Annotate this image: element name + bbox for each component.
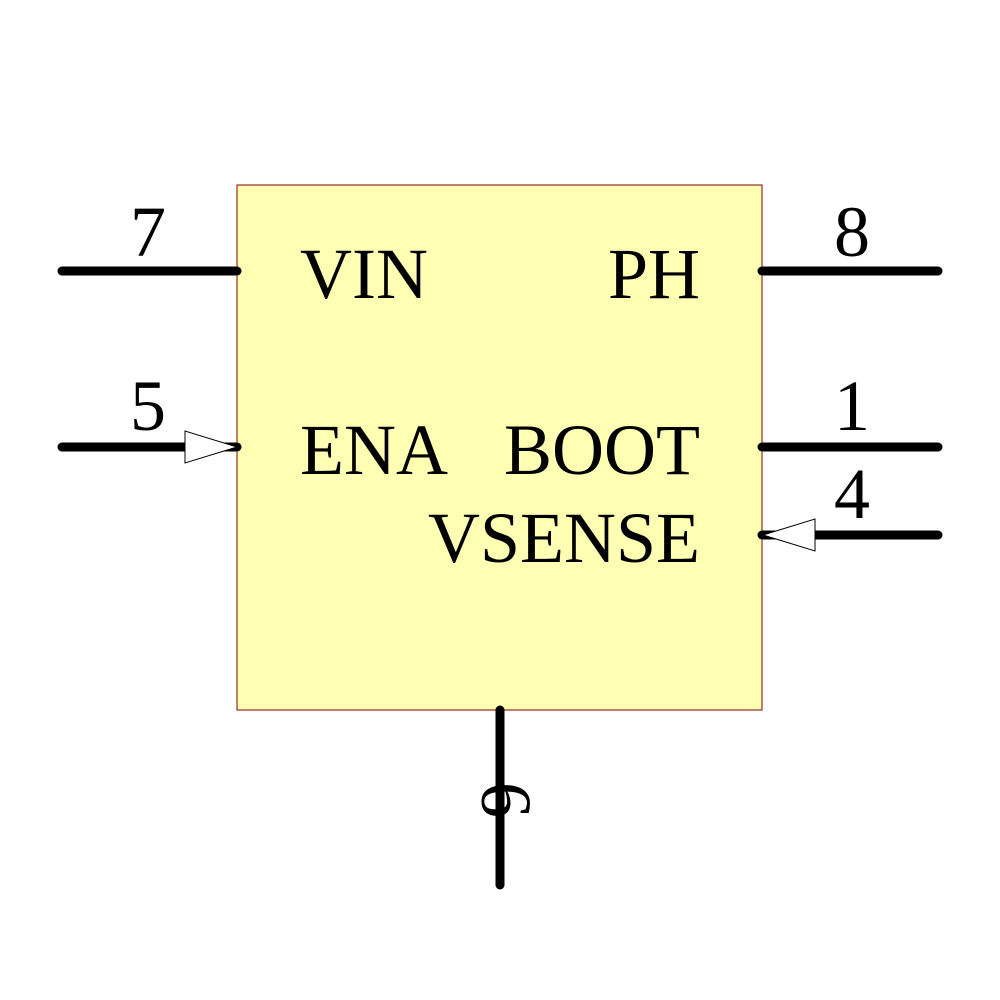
pin-4-number: 4 [834,454,870,534]
pin-5: 5 ENA [57,366,448,490]
pin-1-number: 1 [834,366,870,446]
pin-6: 6 [466,705,546,890]
pin-7: 7 VIN [57,192,428,314]
pin-8: 8 PH [608,192,943,314]
pin-5-input-arrow [184,430,239,464]
pin-7-number: 7 [130,192,166,272]
pin-5-number: 5 [130,366,166,446]
pin-1: 1 BOOT [504,366,943,490]
pin-5-name: ENA [300,410,448,490]
pin-8-number: 8 [834,192,870,272]
pin-4-name: VSENSE [428,498,700,578]
pin-7-name: VIN [300,234,428,314]
pin-8-name: PH [608,234,700,314]
pin-4-input-arrow [761,518,816,552]
pin-4: 4 VSENSE [428,454,943,578]
pin-6-number: 6 [466,782,546,818]
pin-1-name: BOOT [504,410,700,490]
component-body [236,184,763,711]
